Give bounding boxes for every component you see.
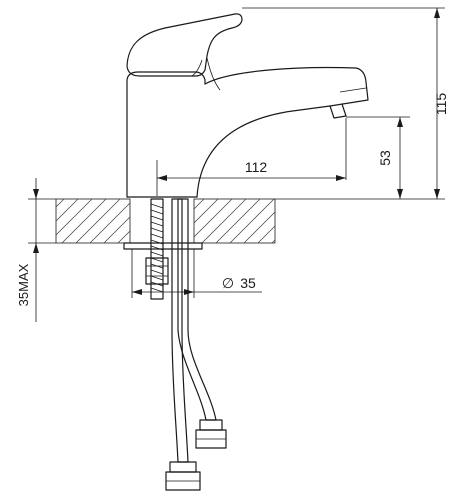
- dimension-53: 53: [346, 116, 410, 199]
- countertop: [55, 198, 276, 244]
- dimension-35-label: 35: [240, 275, 256, 291]
- faucet-lever: [126, 13, 243, 91]
- threaded-stud: [145, 198, 169, 300]
- dimension-53-label: 53: [377, 150, 393, 166]
- dimension-112-label: 112: [245, 159, 268, 175]
- countertop-hatch-right: [194, 199, 275, 243]
- dimension-115-label: 115: [433, 93, 449, 116]
- dimension-35max: 35MAX: [16, 178, 56, 322]
- dimension-112: 112: [156, 118, 347, 196]
- braided-hose-left: [165, 198, 201, 491]
- faucet-body: [126, 71, 206, 198]
- faucet-spout: [196, 66, 369, 198]
- dimension-hole-diameter: ∅ 35: [131, 249, 262, 298]
- countertop-hatch-left: [56, 199, 130, 243]
- dimension-115: 115: [242, 7, 449, 200]
- dimension-35max-label: 35MAX: [16, 263, 31, 306]
- diameter-symbol: ∅: [222, 275, 234, 291]
- braided-hose-right: [177, 198, 227, 449]
